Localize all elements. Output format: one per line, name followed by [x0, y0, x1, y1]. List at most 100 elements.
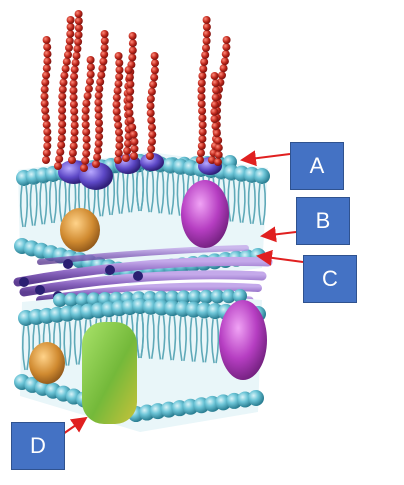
lipid-tail	[178, 316, 183, 362]
fiber-end	[133, 271, 143, 281]
carbohydrate-bead	[211, 122, 220, 131]
carbohydrate-bead	[95, 125, 104, 134]
carbohydrate-bead	[197, 149, 205, 157]
carbohydrate-bead	[146, 109, 155, 118]
lipid-tail	[19, 184, 24, 228]
carbohydrate-bead	[68, 156, 76, 164]
carbohydrate-bead	[197, 93, 206, 101]
carbohydrate-bead	[95, 118, 103, 127]
lipid-tail	[39, 182, 44, 225]
carbohydrate-bead	[58, 127, 67, 136]
fiber-end	[19, 277, 29, 287]
carbohydrate-bead	[210, 72, 219, 80]
lipid-tail	[135, 313, 140, 359]
carbohydrate-bead	[86, 70, 95, 79]
carbohydrate-bead	[41, 78, 50, 87]
carbohydrate-bead	[114, 121, 123, 130]
lipid-tail	[204, 318, 209, 363]
lipid-tail	[33, 183, 38, 226]
lipid-head	[233, 289, 247, 303]
carbohydrate-bead	[114, 149, 123, 158]
carbohydrate-bead	[125, 94, 134, 103]
magenta-protein-upper	[181, 180, 229, 248]
carbohydrate-bead	[113, 114, 122, 123]
carbohydrate-bead	[97, 71, 106, 80]
carbohydrate-bead	[58, 92, 67, 101]
carbohydrate-bead	[114, 52, 123, 60]
carbohydrate-bead	[148, 130, 157, 139]
carbohydrate-bead	[74, 37, 83, 46]
carbohydrate-bead	[100, 36, 109, 45]
label-b: B	[315, 208, 331, 233]
orange-protein-lower	[29, 342, 65, 384]
carbohydrate-bead	[58, 106, 67, 115]
carbohydrate-bead	[128, 53, 137, 62]
carbohydrate-bead	[42, 71, 51, 80]
carbohydrate-bead	[196, 156, 204, 164]
carbohydrate-bead	[41, 113, 50, 122]
lipid-tail	[29, 183, 34, 226]
carbohydrate-bead	[74, 10, 83, 18]
carbohydrate-bead	[150, 52, 159, 60]
carbohydrate-bead	[72, 51, 81, 60]
carbohydrate-bead	[42, 148, 51, 157]
lipid-head	[53, 293, 67, 307]
carbohydrate-bead	[210, 100, 219, 109]
carbohydrate-bead	[198, 114, 207, 122]
carbohydrate-bead	[70, 114, 79, 123]
carbohydrate-bead	[202, 44, 210, 52]
carbohydrate-bead	[57, 134, 66, 143]
carbohydrate-bead	[214, 143, 223, 152]
lipid-head	[210, 289, 225, 304]
lipid-tail	[150, 314, 155, 359]
carbohydrate-bead	[124, 139, 132, 148]
lipid-head	[64, 292, 79, 307]
lipid-tail	[157, 315, 162, 360]
arrow-c	[256, 249, 304, 266]
carbohydrate-bead	[42, 64, 51, 73]
lipid-tail	[237, 180, 242, 223]
lipid-head	[221, 289, 236, 304]
lipid-tail	[130, 170, 135, 213]
carbohydrate-bead	[202, 16, 211, 24]
carbohydrate-bead	[198, 72, 207, 80]
carbohydrate-bead	[61, 64, 70, 73]
carbohydrate-bead	[43, 134, 52, 143]
carbohydrate-bead	[82, 142, 91, 151]
carbohydrate-bead	[82, 99, 91, 108]
carbohydrate-chains	[40, 10, 231, 172]
carbohydrate-bead	[73, 44, 82, 53]
lipid-tail	[262, 182, 267, 226]
carbohydrate-bead	[57, 141, 66, 150]
lipid-tail	[227, 179, 232, 222]
label-arrows	[62, 150, 304, 435]
carbohydrate-bead	[95, 132, 104, 141]
carbohydrate-bead	[212, 129, 221, 138]
carbohydrate-bead	[214, 136, 223, 145]
lipid-tail	[53, 180, 58, 224]
carbohydrate-bead	[40, 85, 49, 94]
carbohydrate-bead	[42, 156, 50, 164]
carbohydrate-bead	[114, 156, 122, 164]
lipid-tail	[247, 181, 252, 224]
carbohydrate-bead	[95, 84, 104, 93]
carbohydrate-bead	[150, 73, 159, 82]
carbohydrate-bead	[66, 23, 75, 31]
carbohydrate-bead	[92, 160, 100, 168]
lipid-tail	[48, 180, 53, 224]
carbohydrate-bead	[147, 144, 156, 153]
carbohydrate-bead	[74, 30, 83, 39]
carbohydrate-bead	[81, 113, 90, 122]
carbohydrate-bead	[198, 135, 207, 143]
carbohydrate-bead	[220, 57, 229, 66]
carbohydrate-bead	[69, 79, 78, 88]
carbohydrate-bead	[100, 50, 109, 59]
carbohydrate-bead	[212, 86, 221, 95]
carbohydrate-bead	[147, 87, 156, 96]
carbohydrate-bead	[70, 135, 79, 144]
carbohydrate-bead	[93, 153, 102, 162]
arrow-a	[240, 150, 291, 167]
carbohydrate-bead	[94, 105, 103, 114]
carbohydrate-bead	[86, 56, 95, 64]
carbohydrate-bead	[125, 73, 134, 82]
